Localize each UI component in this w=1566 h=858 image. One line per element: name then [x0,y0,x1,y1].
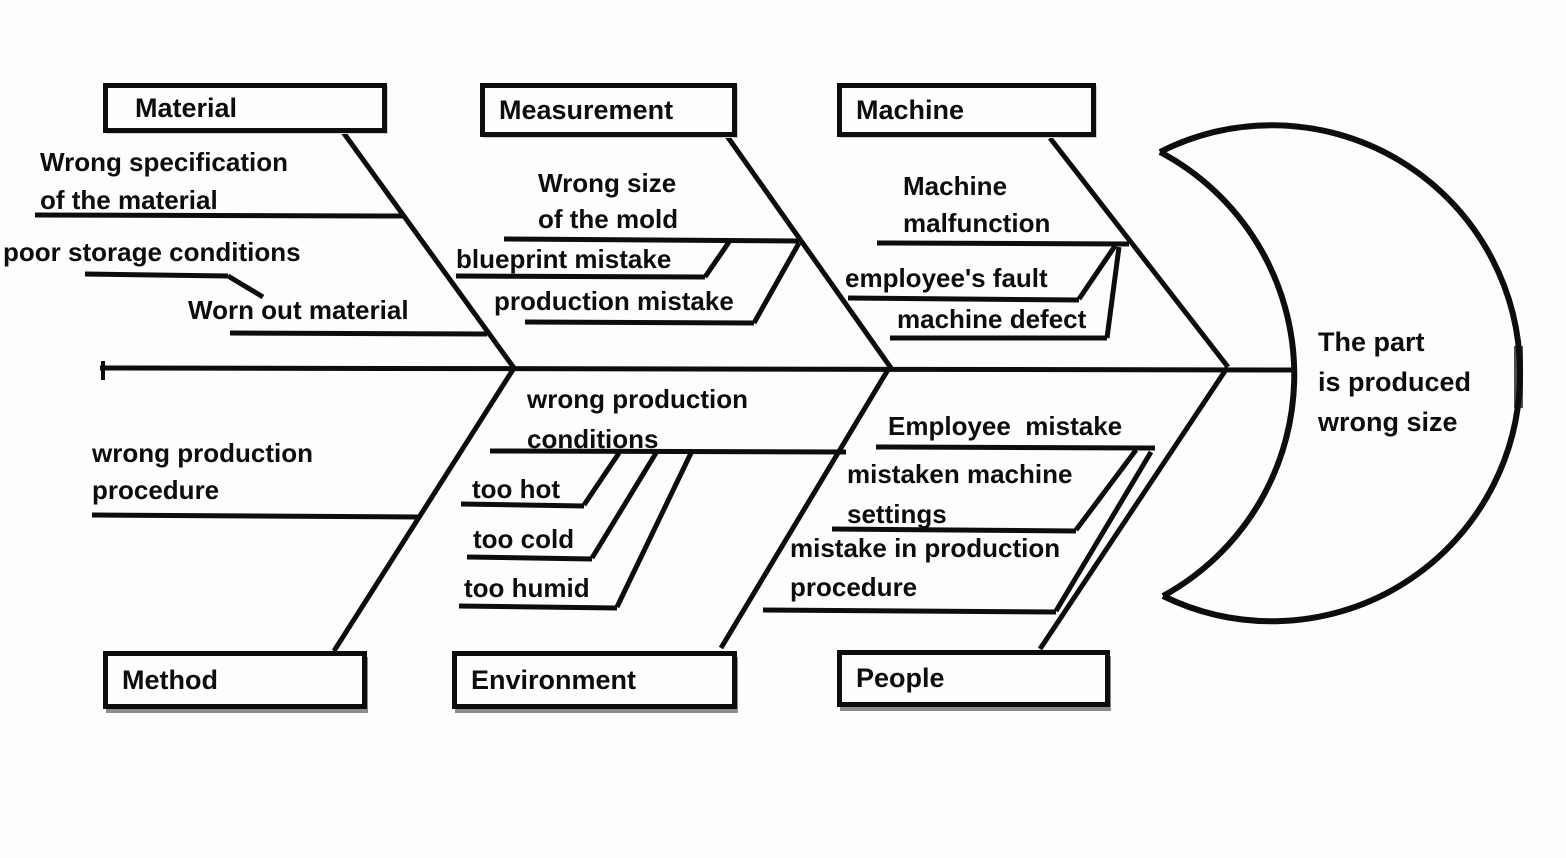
cause-poor-storage: poor storage conditions [3,237,301,267]
employees-fault-underline [847,295,1080,303]
cause-employees-fault: employee's fault [845,263,1048,293]
cause-material-spec: Wrong specification of the material [40,147,288,215]
fish-head-inner-arc [1158,149,1298,599]
category-label-machine: Machine [856,94,965,125]
people-bone [1037,366,1230,651]
category-box-machine: Machine [837,83,1096,137]
cause-too-hot: too hot [472,474,561,504]
measurement-bone [724,134,894,370]
employees-fault-connector [1076,244,1118,301]
category-label-method: Method [122,664,218,695]
cause-wrong-procedure: wrong production procedure [92,438,313,505]
too-humid-connector [614,451,694,609]
cause-employee-mistake: Employee mistake [888,411,1123,441]
cause-blueprint-mistake: blueprint mistake [456,244,672,274]
procedure-people-connector [1053,450,1154,613]
category-box-method: Method [103,651,367,709]
category-label-people: People [856,663,945,693]
material-bone [340,130,517,370]
conditions-underline [489,448,847,455]
settings-connector [1074,448,1138,532]
category-label-environment: Environment [471,664,637,695]
material-spec-underline [34,212,404,219]
cause-worn-out: Worn out material [188,295,409,325]
employee-mistake-underline [875,444,1156,451]
poor-storage-underline [84,271,229,279]
cause-too-humid: too humid [464,573,590,603]
cause-too-cold: too cold [473,524,575,554]
spine-line [99,365,1293,373]
category-box-people: People [837,650,1110,707]
category-label-material: Material [135,92,238,123]
too-cold-underline [466,554,593,562]
method-procedure-underline [91,512,422,520]
malfunction-underline [876,240,1130,247]
cause-wrong-conditions: wrong production conditions [527,384,748,454]
cause-mistaken-settings: mistaken machine settings [847,459,1073,529]
category-box-measurement: Measurement [480,83,737,137]
environment-bone [718,366,892,650]
effect-text: The part is produced wrong size [1318,327,1472,437]
cause-production-mistake: production mistake [494,286,734,316]
too-humid-underline [458,603,618,611]
category-label-measurement: Measurement [499,94,674,125]
cause-machine-defect: machine defect [897,304,1087,334]
category-box-environment: Environment [452,651,737,709]
production-mistake-connector [751,241,802,325]
too-cold-connector [589,451,659,560]
poor-storage-connector [226,273,265,300]
cause-mistake-in-procedure: mistake in production procedure [790,533,1061,602]
worn-out-underline [229,330,488,337]
mold-underline [503,236,800,244]
settings-underline [831,526,1077,534]
machine-bone [1048,136,1230,369]
cause-machine-malfunction: Machine malfunction [903,171,1051,238]
method-bone [331,366,517,653]
machine-defect-connector [1104,246,1122,339]
blueprint-connector [702,240,732,279]
fish-head-outer-arc [1158,122,1523,625]
blueprint-underline [455,273,706,280]
cause-wrong-size-mold: Wrong size of the mold [538,168,679,234]
too-hot-underline [460,501,585,509]
category-box-material: Material [103,83,387,133]
production-mistake-underline [524,319,755,326]
too-hot-connector [581,451,622,507]
procedure-people-underline [762,607,1057,615]
